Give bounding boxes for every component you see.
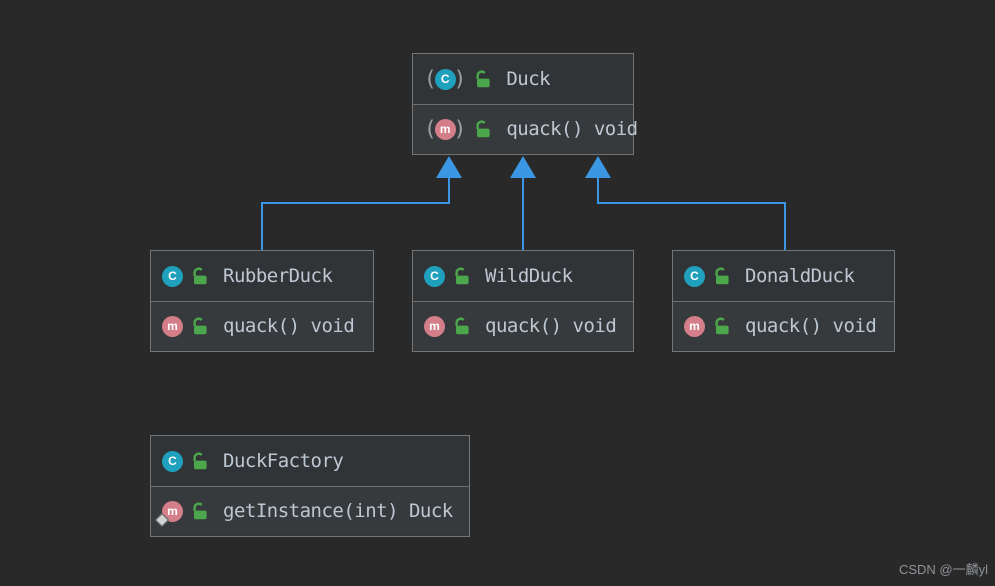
method-signature: quack() void: [485, 315, 617, 337]
class-header-duckfactory[interactable]: C DuckFactory: [151, 436, 469, 486]
public-unlocked-padlock-icon: [712, 266, 732, 286]
method-row-quack[interactable]: m quack() void: [151, 301, 373, 350]
class-icon: C: [434, 68, 456, 90]
public-unlocked-padlock-icon: [190, 266, 210, 286]
class-icon-circle: C: [684, 265, 705, 287]
edge-segment: [597, 177, 599, 204]
method-icon-circle: m: [162, 500, 183, 522]
method-signature: getInstance(int) Duck: [223, 500, 453, 522]
class-header-duck[interactable]: C Duck: [413, 54, 633, 104]
class-name: WildDuck: [485, 265, 573, 287]
edge-segment: [522, 177, 524, 250]
class-node-donaldduck[interactable]: C DonaldDuck m quack() void: [672, 250, 895, 352]
class-name: DonaldDuck: [745, 265, 855, 287]
abstract-method-icon: m: [424, 118, 466, 140]
public-unlocked-padlock-icon: [473, 119, 493, 139]
method-icon-circle: m: [684, 315, 705, 337]
method-icon-circle: m: [162, 315, 183, 337]
class-name: Duck: [506, 68, 551, 90]
edge-segment: [448, 177, 450, 204]
inheritance-arrowhead-icon: [510, 156, 536, 178]
class-name: RubberDuck: [223, 265, 333, 287]
edge-segment: [597, 202, 786, 204]
class-node-duck[interactable]: C Duck m quack() void: [412, 53, 638, 155]
method-row-getinstance[interactable]: m getInstance(int) Duck: [151, 486, 469, 535]
method-icon: m: [434, 118, 456, 140]
method-signature: quack() void: [506, 118, 638, 140]
class-node-wildduck[interactable]: C WildDuck m quack() void: [412, 250, 634, 352]
class-icon: C: [684, 265, 705, 287]
method-icon: m: [162, 315, 183, 337]
class-icon-circle: C: [162, 450, 183, 472]
class-header-wildduck[interactable]: C WildDuck: [413, 251, 633, 301]
method-row-quack[interactable]: m quack() void: [413, 104, 638, 153]
class-node-duckfactory[interactable]: C DuckFactory m getInstance(int): [150, 435, 470, 537]
abstract-class-icon: C: [424, 68, 466, 90]
method-signature: quack() void: [745, 315, 877, 337]
method-row-quack[interactable]: m quack() void: [673, 301, 894, 350]
class-name: DuckFactory: [223, 450, 344, 472]
public-unlocked-padlock-icon: [712, 316, 732, 336]
edge-segment: [261, 202, 263, 250]
class-header-rubberduck[interactable]: C RubberDuck: [151, 251, 373, 301]
method-signature: quack() void: [223, 315, 355, 337]
method-icon: m: [684, 315, 705, 337]
inheritance-arrowhead-icon: [436, 156, 462, 178]
method-icon-circle: m: [424, 315, 445, 337]
public-unlocked-padlock-icon: [190, 451, 210, 471]
public-unlocked-padlock-icon: [473, 69, 493, 89]
inheritance-arrowhead-icon: [585, 156, 611, 178]
static-method-icon: m: [154, 500, 183, 527]
watermark: CSDN @一麟yl: [898, 562, 988, 577]
class-node-rubberduck[interactable]: C RubberDuck m quack() void: [150, 250, 374, 352]
public-unlocked-padlock-icon: [190, 316, 210, 336]
class-icon-circle: C: [424, 265, 445, 287]
public-unlocked-padlock-icon: [190, 501, 210, 521]
public-unlocked-padlock-icon: [452, 316, 472, 336]
class-icon: C: [162, 265, 183, 287]
class-icon: C: [424, 265, 445, 287]
class-icon: C: [162, 450, 183, 472]
method-icon: m: [424, 315, 445, 337]
edge-segment: [261, 202, 450, 204]
edge-segment: [784, 202, 786, 250]
public-unlocked-padlock-icon: [452, 266, 472, 286]
method-row-quack[interactable]: m quack() void: [413, 301, 633, 350]
class-icon-circle: C: [162, 265, 183, 287]
class-header-donaldduck[interactable]: C DonaldDuck: [673, 251, 894, 301]
